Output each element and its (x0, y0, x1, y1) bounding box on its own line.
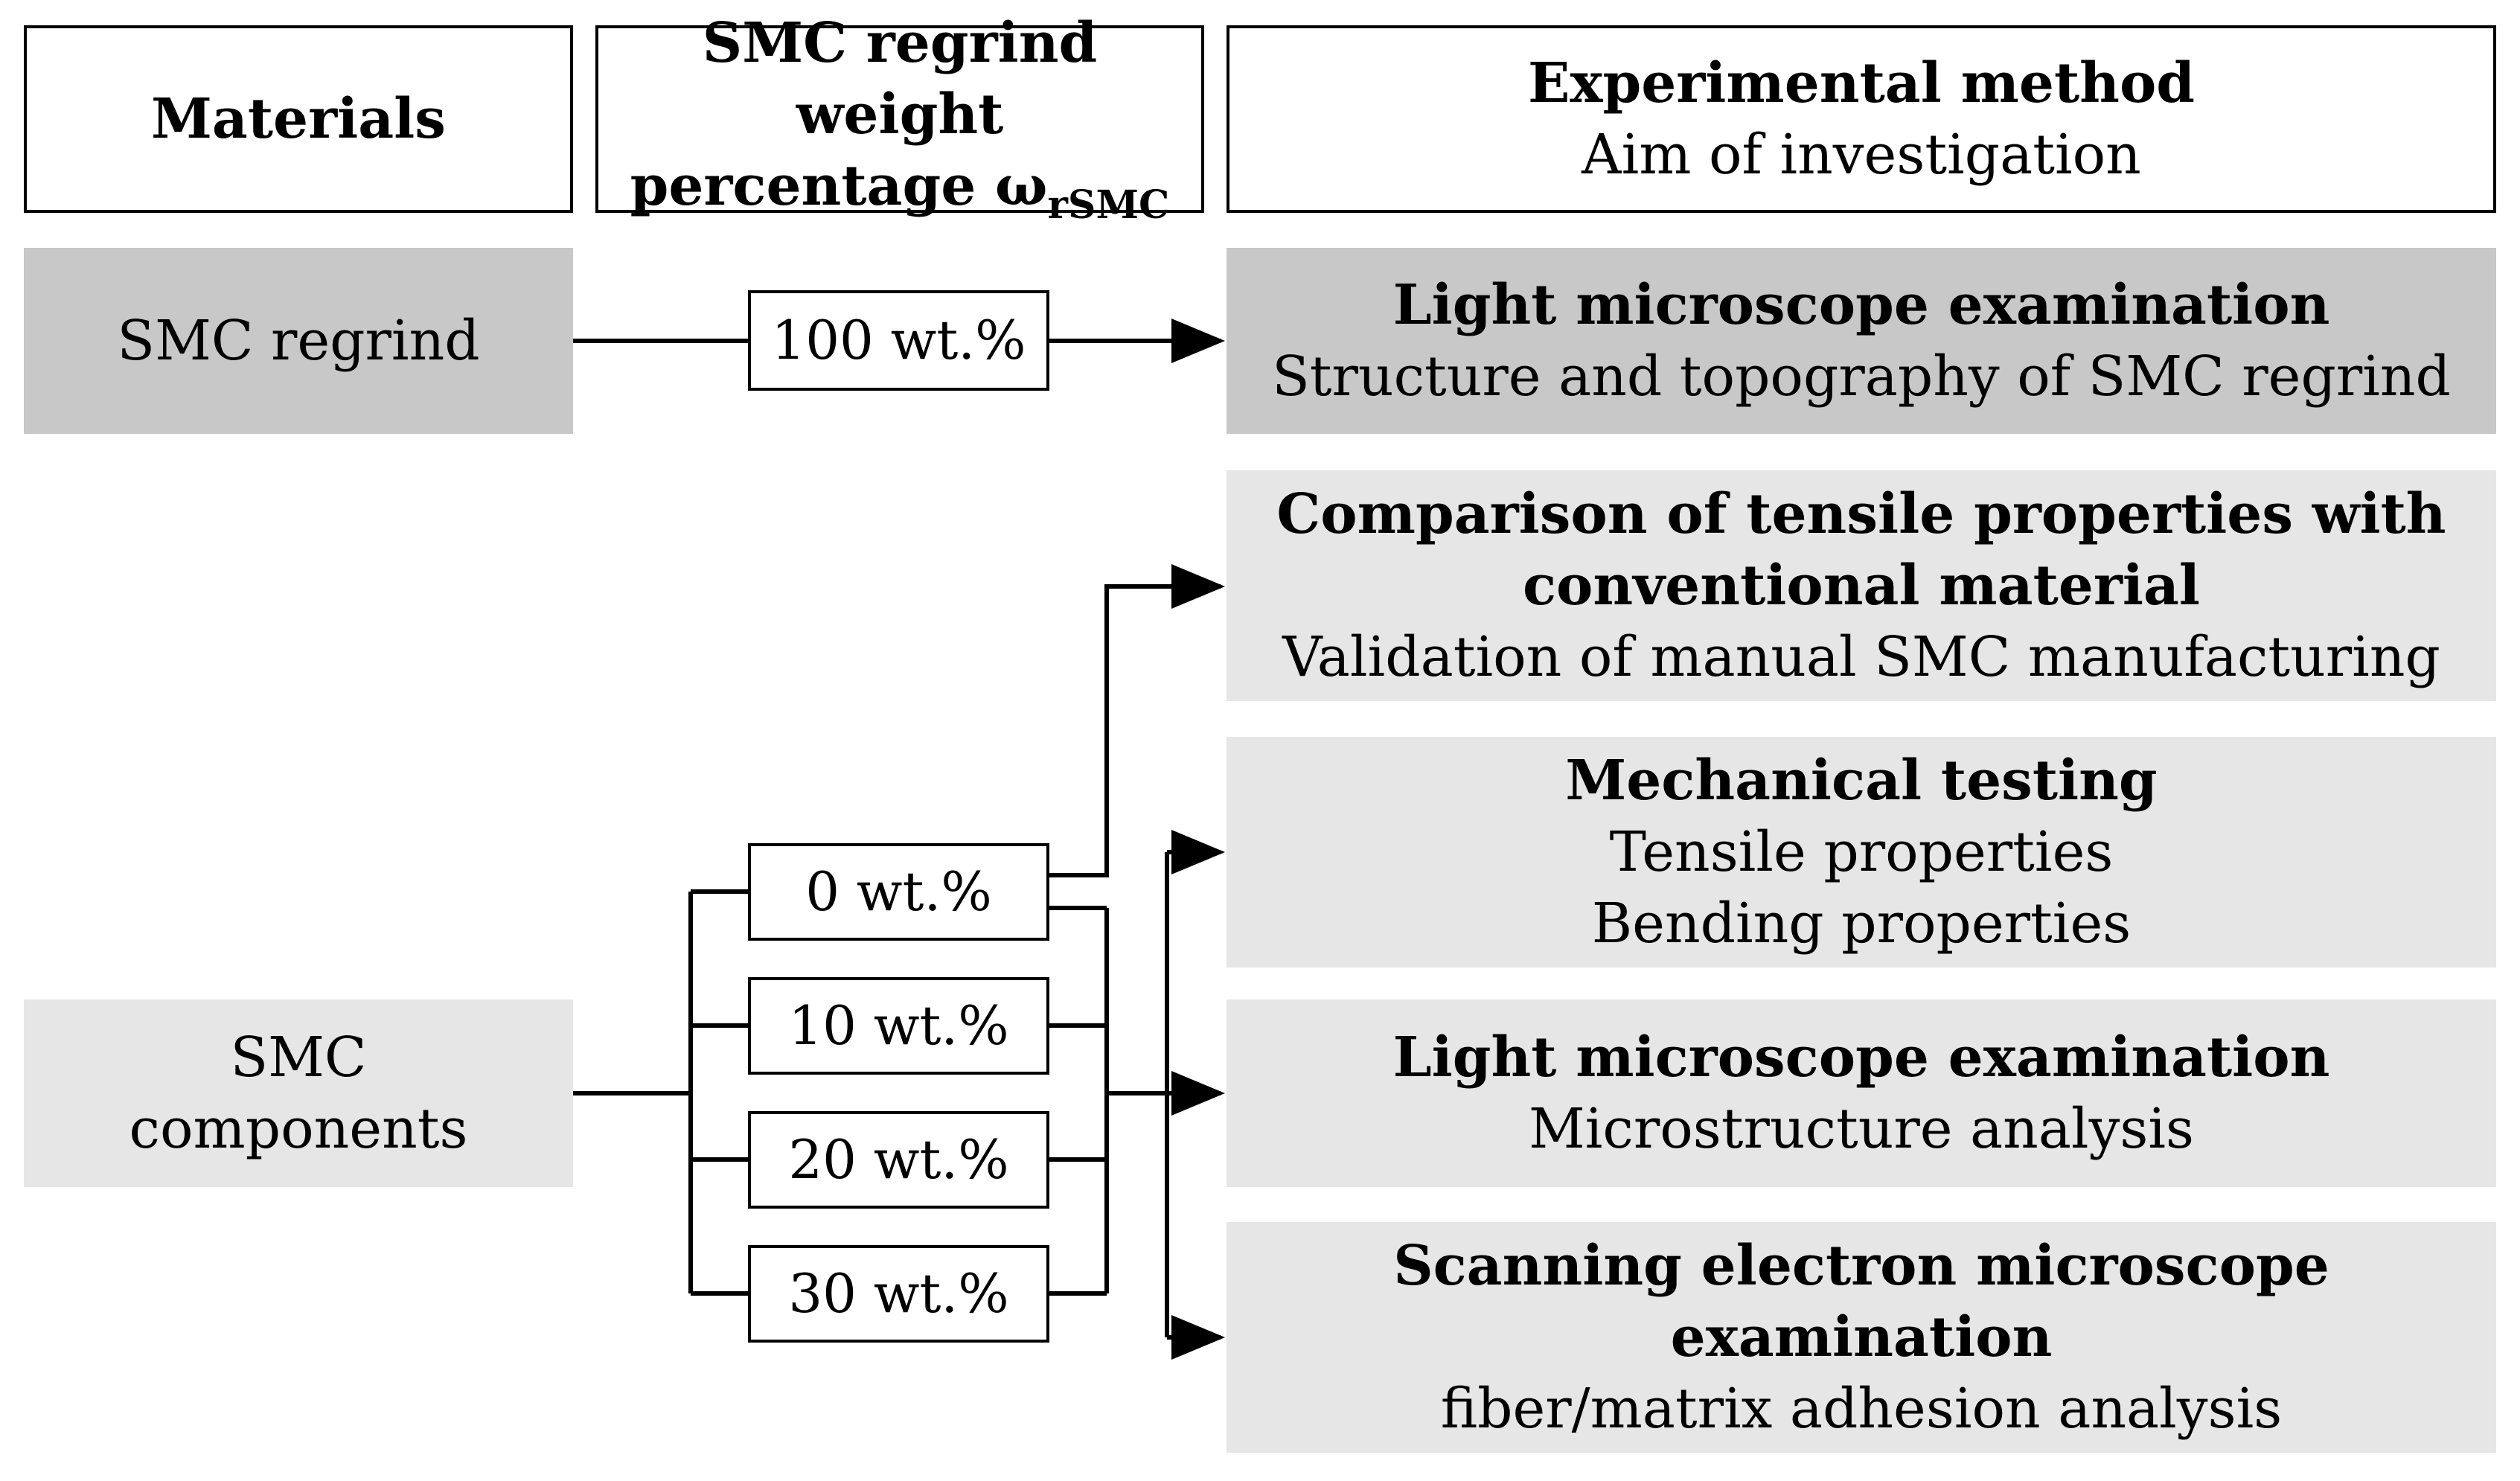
percentage-10-label: 10 wt.% (788, 994, 1009, 1057)
percentage-20-label: 20 wt.% (788, 1127, 1009, 1191)
header-experimental-method: Experimental method Aim of investigation (1227, 25, 2496, 213)
percentage-10: 10 wt.% (748, 977, 1049, 1075)
header-method-title: Experimental method (1527, 51, 2196, 115)
method-3-aim-line1: Tensile properties (1609, 819, 2114, 884)
percentage-30: 30 wt.% (748, 1245, 1049, 1343)
header-weight-percentage: SMC regrind weight percentage ωrSMC (595, 11, 1204, 228)
method-5-aim: fiber/matrix adhesion analysis (1440, 1377, 2283, 1442)
percentage-0: 0 wt.% (748, 843, 1049, 941)
material-smc-regrind-label: SMC regrind (117, 308, 480, 373)
method-light-microscope-regrind: Light microscope examination Structure a… (1227, 248, 2496, 434)
percentage-100-label: 100 wt.% (771, 308, 1026, 371)
method-tensile-comparison: Comparison of tensile properties with co… (1227, 470, 2496, 701)
percentage-100: 100 wt.% (748, 290, 1049, 391)
method-mechanical-testing: Mechanical testing Tensile properties Be… (1227, 737, 2496, 967)
method-4-aim: Microstructure analysis (1528, 1097, 2195, 1161)
method-2-title-line2: conventional material (1522, 553, 2201, 618)
method-4-title: Light microscope examination (1392, 1025, 2330, 1090)
percentage-20: 20 wt.% (748, 1111, 1049, 1209)
omega-subscript: rSMC (1047, 182, 1170, 228)
material-components-line1: SMC (230, 1025, 367, 1090)
method-sem-examination: Scanning electron microscope examination… (1227, 1222, 2496, 1453)
method-1-title: Light microscope examination (1392, 272, 2330, 337)
header-materials-label: Materials (151, 86, 446, 151)
method-3-title: Mechanical testing (1565, 748, 2158, 813)
header-weight-line1: SMC regrind weight (702, 11, 1098, 147)
arrow-0-to-method-2 (1049, 564, 1225, 877)
method-3-aim-line2: Bending properties (1591, 892, 2132, 956)
material-components-line2: components (129, 1097, 468, 1161)
method-2-aim: Validation of manual SMC manufacturing (1282, 625, 2440, 690)
percentage-30-label: 30 wt.% (788, 1261, 1009, 1325)
method-5-title-line1: Scanning electron microscope (1393, 1233, 2329, 1298)
material-smc-regrind: SMC regrind (24, 248, 573, 434)
header-weight-line2: percentage ωrSMC (630, 154, 1170, 228)
material-smc-components: SMC components (24, 999, 573, 1187)
header-method-aim: Aim of investigation (1582, 123, 2141, 187)
method-1-aim: Structure and topography of SMC regrind (1272, 345, 2451, 409)
method-2-title-line1: Comparison of tensile properties with (1276, 482, 2446, 546)
method-5-title-line2: examination (1670, 1305, 2053, 1369)
percentage-0-label: 0 wt.% (805, 860, 992, 923)
header-materials: Materials (24, 25, 573, 213)
method-light-microscope-microstructure: Light microscope examination Microstruct… (1227, 999, 2496, 1187)
